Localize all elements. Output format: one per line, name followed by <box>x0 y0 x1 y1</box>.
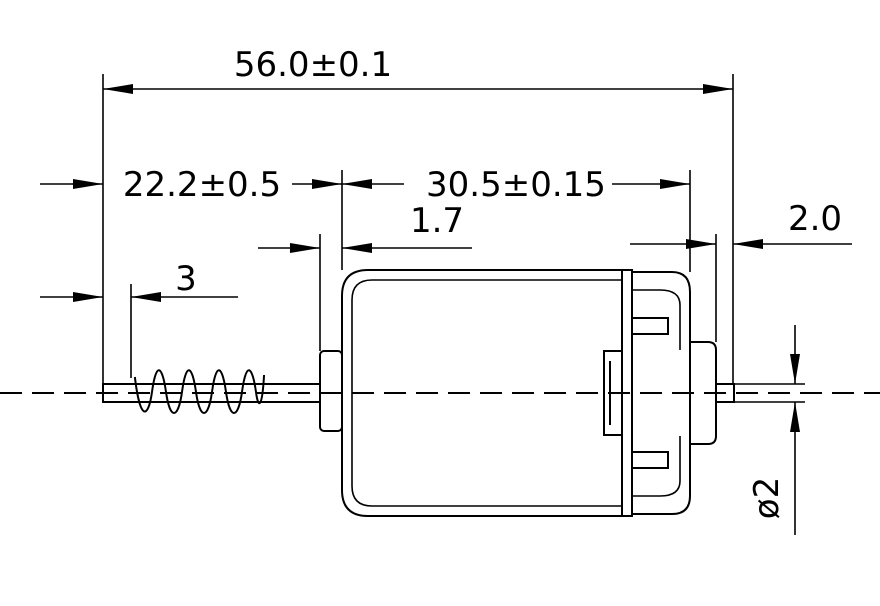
front-boss <box>319 350 343 432</box>
extension-lines <box>102 74 805 403</box>
dim-rear-boss: 2.0 <box>630 199 852 249</box>
dim-spring-offset: 3 <box>40 259 238 302</box>
label-body-length: 30.5±0.15 <box>426 165 606 205</box>
label-rear-boss: 2.0 <box>788 199 842 239</box>
label-spring-offset: 3 <box>175 259 197 299</box>
dim-shaft-to-flange: 22.2±0.5 <box>40 165 404 205</box>
label-overall-length: 56.0±0.1 <box>234 45 392 85</box>
dim-flange-thickness: 1.7 <box>258 201 472 253</box>
label-shaft-to-flange: 22.2±0.5 <box>123 165 281 205</box>
motor-can <box>341 269 633 517</box>
dim-overall-length: 56.0±0.1 <box>103 45 733 94</box>
spring-coil <box>133 369 266 414</box>
label-shaft-diameter: ø2 <box>747 477 787 519</box>
label-flange-thickness: 1.7 <box>410 201 464 241</box>
end-cap <box>603 269 717 517</box>
dim-body-length: 30.5±0.15 <box>426 165 690 205</box>
dim-shaft-diameter: ø2 <box>747 325 800 535</box>
